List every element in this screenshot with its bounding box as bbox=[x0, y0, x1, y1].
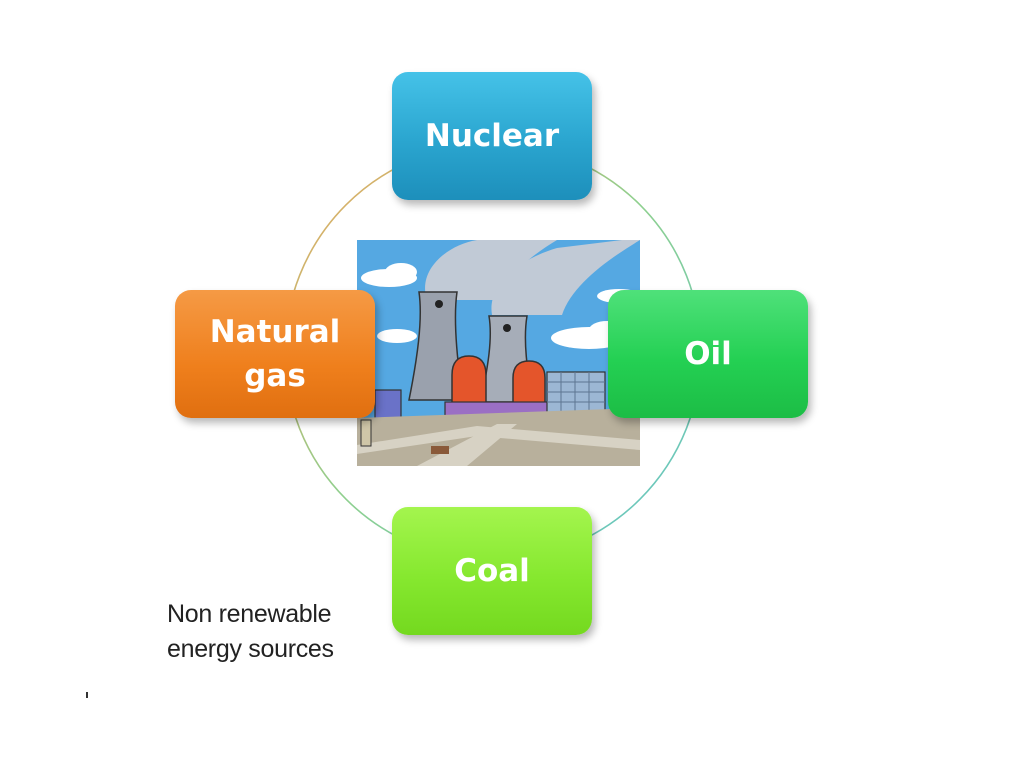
nuclear-node: Nuclear bbox=[392, 72, 592, 200]
oil-node: Oil bbox=[608, 290, 808, 418]
stray-mark bbox=[86, 692, 88, 698]
coal-node: Coal bbox=[392, 507, 592, 635]
diagram-caption: Non renewable energy sources bbox=[167, 600, 334, 663]
natural-gas-node: Natural gas bbox=[175, 290, 375, 418]
nuclear-plant-picture bbox=[357, 240, 640, 466]
